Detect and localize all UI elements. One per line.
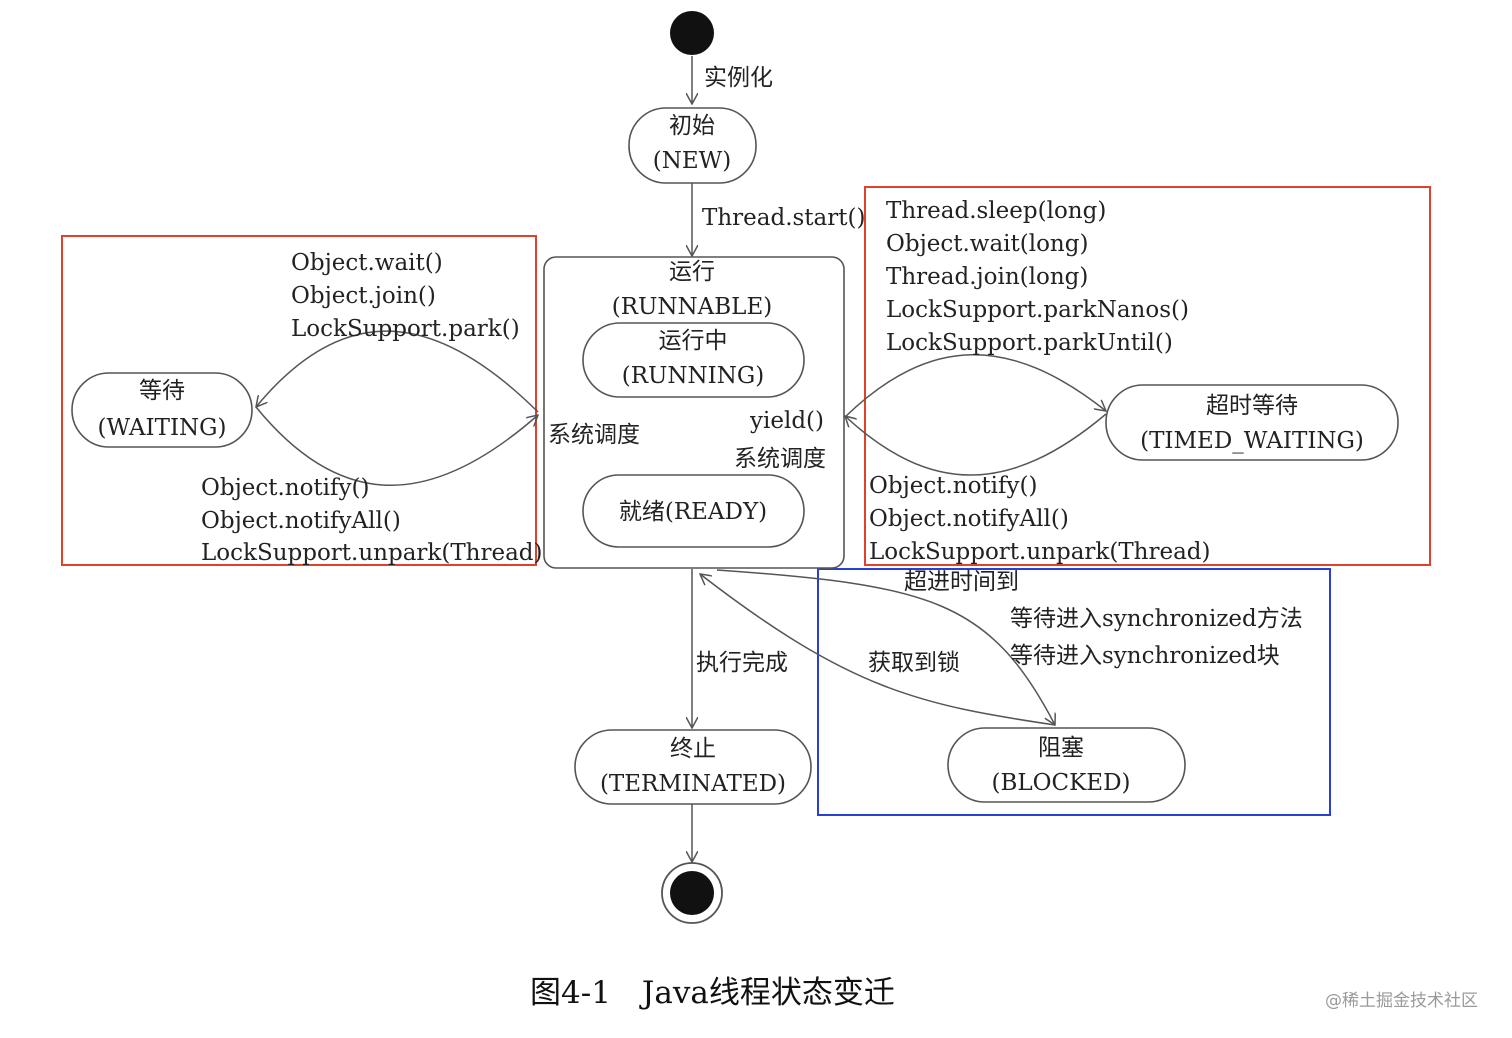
new-state-cn: 初始 [669,113,715,139]
label-wait-3: LockSupport.park() [291,316,520,342]
edge-to-waiting [256,330,539,413]
label-notify-left-2: Object.notifyAll() [201,508,401,534]
label-notify-right-2: Object.notifyAll() [869,506,1069,532]
label-timed-1: Thread.sleep(long) [886,198,1106,224]
waiting-state [71,372,253,448]
end-node [670,871,714,915]
figure-caption: 图4-1 Java线程状态变迁 [530,975,895,1011]
label-wait-2: Object.join() [291,283,436,309]
label-timeout: 超进时间到 [904,569,1019,595]
edge-waiting-to-runnable [255,406,538,486]
start-node [670,11,714,55]
label-yield: yield() [749,408,824,434]
label-acquire-lock: 获取到锁 [868,650,960,676]
timed-waiting-state-en: (TIMED_WAITING) [1140,428,1364,454]
timed-waiting-highlight-box [864,186,1431,566]
label-timed-4: LockSupport.parkNanos() [886,297,1189,323]
new-state-en: (NEW) [653,148,732,174]
label-blocked-1: 等待进入synchronized方法 [1010,606,1303,632]
runnable-state-cn: 运行 [669,259,715,285]
label-timed-2: Object.wait(long) [886,231,1088,257]
label-start: Thread.start() [702,205,865,231]
blocked-state-cn: 阻塞 [1038,735,1084,761]
label-notify-left-1: Object.notify() [201,475,369,501]
waiting-state-en: (WAITING) [97,415,226,441]
ready-state [582,474,805,548]
label-timed-3: Thread.join(long) [886,264,1088,290]
label-sched-right: 系统调度 [734,446,826,472]
terminated-state-cn: 终止 [670,736,716,762]
label-sched-left: 系统调度 [548,422,640,448]
terminated-state-en: (TERMINATED) [600,771,786,797]
label-timed-5: LockSupport.parkUntil() [886,330,1173,356]
label-notify-right-3: LockSupport.unpark(Thread) [869,539,1211,565]
edge-to-timed-waiting [844,354,1106,418]
label-wait-1: Object.wait() [291,250,443,276]
label-notify-right-1: Object.notify() [869,473,1037,499]
edge-timed-to-runnable [845,413,1107,476]
waiting-state-cn: 等待 [139,378,185,404]
label-finish: 执行完成 [696,650,788,676]
running-state-en: (RUNNING) [622,363,764,389]
timed-waiting-state [1105,384,1399,461]
blocked-state [947,727,1186,803]
label-blocked-2: 等待进入synchronized块 [1010,643,1280,669]
label-notify-left-3: LockSupport.unpark(Thread) [201,540,543,566]
ready-state-label: 就绪(READY) [619,499,767,525]
edge-to-blocked [716,569,1055,725]
waiting-highlight-box [61,235,537,566]
edge-blocked-to-runnable [700,574,1056,726]
running-state [582,322,805,398]
timed-waiting-state-cn: 超时等待 [1206,393,1298,419]
running-state-cn: 运行中 [659,328,728,354]
new-state [628,107,757,184]
label-instantiate: 实例化 [704,65,773,91]
blocked-highlight-box [817,568,1331,816]
runnable-state-en: (RUNNABLE) [612,294,772,320]
terminated-state [574,729,812,805]
blocked-state-en: (BLOCKED) [992,770,1131,796]
watermark: @稀土掘金技术社区 [1325,991,1478,1011]
